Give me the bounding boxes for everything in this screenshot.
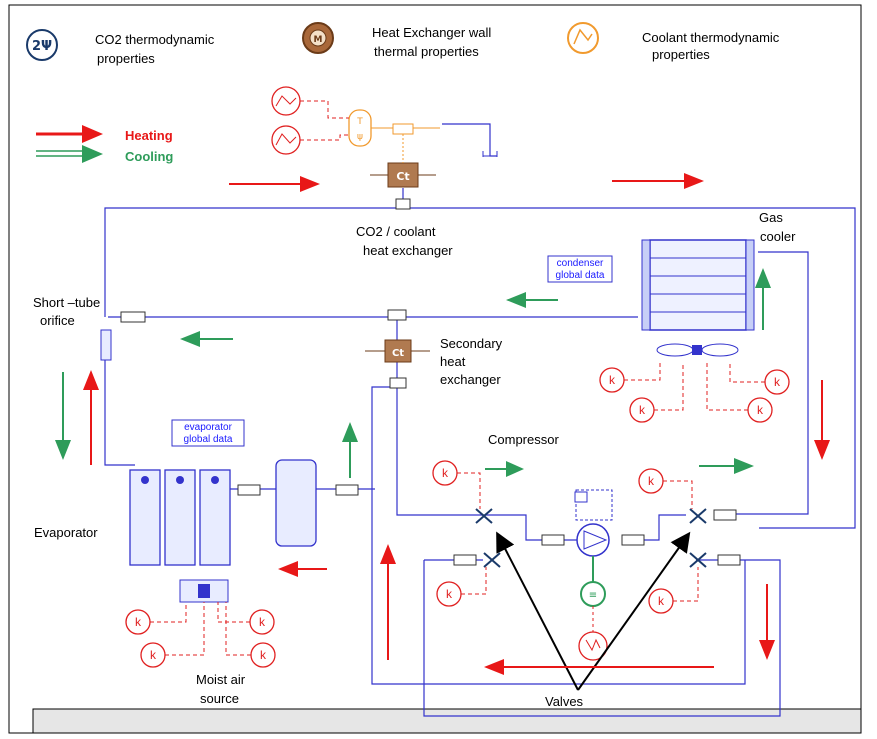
k-sensor-air-2-label: k <box>150 648 157 662</box>
valve-connector-right-bottom <box>718 555 740 565</box>
k-sensor-air-3-label: k <box>259 615 266 629</box>
evaporator-label: Evaporator <box>34 525 98 540</box>
psi-icon[interactable]: 2Ψ <box>27 30 57 60</box>
co2-props-line2: properties <box>97 51 155 66</box>
k-sensor-gc-2-label: k <box>639 403 646 417</box>
condenser-label-line1: condenser <box>557 258 604 269</box>
coolant-props-line2: properties <box>652 47 710 62</box>
wall-props-line1: Heat Exchanger wall <box>372 25 491 40</box>
evap-data-label-line1: evaporator <box>184 422 232 433</box>
k-sensor-gc-4-label: k <box>757 403 764 417</box>
svg-text:T: T <box>356 117 363 127</box>
condenser-global-data-box[interactable]: condenser global data <box>548 256 612 282</box>
k-sensor-air-4-label: k <box>260 648 267 662</box>
k-sensor-comp-in-2-label: k <box>446 587 453 601</box>
valve-connector-right-top <box>714 510 736 520</box>
m-icon[interactable]: M <box>303 23 333 53</box>
co2-props-line1: CO2 thermodynamic <box>95 32 215 47</box>
ct-top-label: Ct <box>396 170 409 183</box>
k-sensor-air-1-label: k <box>135 615 142 629</box>
heating-legend-label: Heating <box>125 128 173 143</box>
moist-air-source[interactable] <box>180 580 228 602</box>
secondary-label-line1: Secondary <box>440 336 503 351</box>
moist-label-line2: source <box>200 691 239 706</box>
motor-icon[interactable]: ≡ <box>581 582 605 606</box>
hx-label-line1: CO2 / coolant <box>356 224 436 239</box>
coolant-props-line1: Coolant thermodynamic <box>642 30 780 45</box>
secondary-label-line2: heat <box>440 354 466 369</box>
svg-text:M: M <box>314 35 323 45</box>
svg-text:≡: ≡ <box>589 590 597 601</box>
evaporator-global-data-box[interactable]: evaporator global data <box>172 420 244 446</box>
moist-label-line1: Moist air <box>196 672 246 687</box>
k-sensor-comp-out-1-label: k <box>648 474 655 488</box>
hx-label-line2: heat exchanger <box>363 243 453 258</box>
orifice-label-line1: Short –tube <box>33 295 100 310</box>
bottom-bar <box>33 709 861 733</box>
k-sensor-gc-1-label: k <box>609 373 616 387</box>
secondary-label-line3: exchanger <box>440 372 501 387</box>
valve-connector-left <box>454 555 476 565</box>
cooling-legend-label: Cooling <box>125 149 173 164</box>
ct-secondary-label: Ct <box>392 348 404 359</box>
k-sensor-comp-out-2-label: k <box>658 594 665 608</box>
valves-label: Valves <box>545 694 584 709</box>
k-sensor-comp-in-1-label: k <box>442 466 449 480</box>
k-sensor-gc-3-label: k <box>774 375 781 389</box>
svg-text:ψ: ψ <box>357 132 363 142</box>
wall-props-line2: thermal properties <box>374 44 479 59</box>
gas-cooler-label-line1: Gas <box>759 210 783 225</box>
coolant-icon[interactable] <box>568 23 598 53</box>
condenser-label-line2: global data <box>556 270 605 281</box>
orifice-label-line2: orifice <box>40 313 75 328</box>
evap-data-label-line2: global data <box>184 434 233 445</box>
evaporator[interactable] <box>130 470 230 565</box>
compressor-label: Compressor <box>488 432 559 447</box>
gas-cooler-label-line2: cooler <box>760 229 796 244</box>
svg-text:2Ψ: 2Ψ <box>32 39 52 54</box>
